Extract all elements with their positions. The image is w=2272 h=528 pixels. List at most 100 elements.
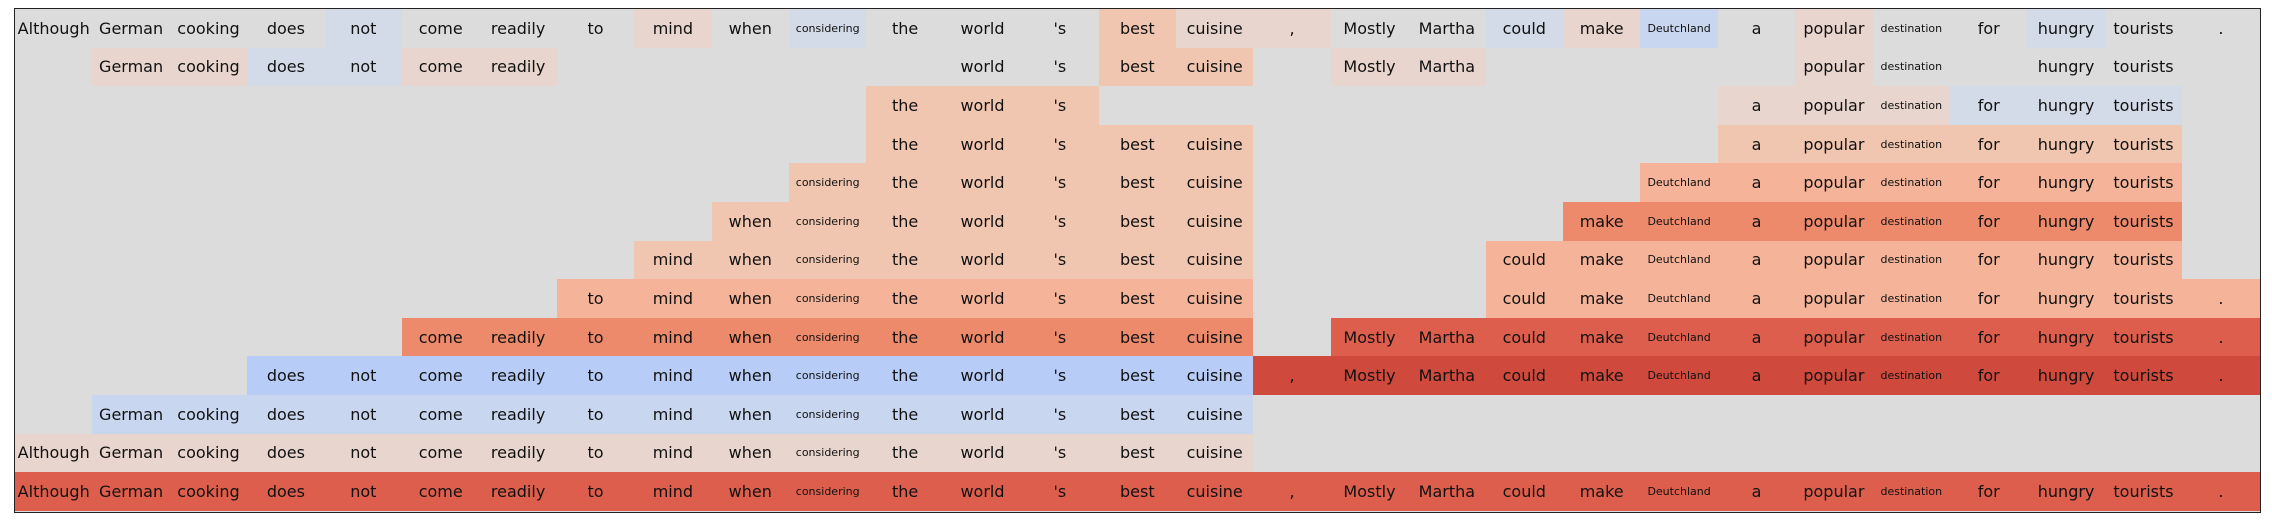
- token-cell: destination: [1872, 9, 1950, 48]
- token-cell: 's: [1021, 356, 1099, 395]
- token-cell: Although: [15, 9, 93, 48]
- token-cell: could: [1485, 9, 1563, 48]
- token-cell: Mostly: [1330, 317, 1409, 357]
- token-cell: 's: [1021, 47, 1099, 87]
- token-cell: for: [1950, 317, 2028, 357]
- token-cell: destination: [1872, 202, 1950, 241]
- token-cell: for: [1950, 202, 2028, 241]
- token-cell: considering: [789, 395, 867, 434]
- token-cell: popular: [1795, 202, 1873, 241]
- token-cell: world: [943, 9, 1022, 48]
- token-cell: Deutchland: [1640, 163, 1718, 202]
- token-cell: Mostly: [1330, 9, 1409, 48]
- token-cell: Deutchland: [1640, 279, 1718, 318]
- token-cell: to: [556, 317, 635, 357]
- token-cell: the: [866, 395, 944, 434]
- token-cell: considering: [789, 317, 867, 357]
- token-cell: hungry: [2027, 317, 2105, 357]
- token-cell: 's: [1021, 9, 1099, 48]
- token-cell: popular: [1795, 163, 1873, 202]
- token-cell: readily: [479, 317, 557, 357]
- token-cell: cooking: [169, 472, 248, 511]
- token-cell: .: [2182, 472, 2260, 511]
- token-cell: tourists: [2104, 202, 2183, 241]
- token-cell: mind: [634, 240, 712, 280]
- token-cell: make: [1563, 279, 1641, 318]
- token-cell: popular: [1795, 47, 1873, 87]
- token-cell: come: [402, 395, 480, 434]
- token-cell: 's: [1021, 240, 1099, 280]
- token-cell: cuisine: [1176, 433, 1254, 473]
- token-cell: German: [92, 395, 170, 434]
- token-cell: best: [1098, 202, 1176, 241]
- token-cell: German: [92, 433, 170, 473]
- token-cell: cuisine: [1176, 356, 1254, 395]
- token-cell: considering: [789, 433, 867, 473]
- token-cell: the: [866, 240, 944, 280]
- token-cell: popular: [1795, 317, 1873, 357]
- token-cell: 's: [1021, 317, 1099, 357]
- token-cell: destination: [1872, 317, 1950, 357]
- token-cell: tourists: [2104, 163, 2183, 202]
- token-cell: a: [1717, 86, 1796, 125]
- token-cell: ,: [1253, 9, 1331, 48]
- token-cell: hungry: [2027, 124, 2105, 164]
- token-cell: destination: [1872, 240, 1950, 280]
- token-cell: the: [866, 433, 944, 473]
- token-cell: the: [866, 202, 944, 241]
- token-cell: the: [866, 163, 944, 202]
- token-cell: Mostly: [1330, 472, 1409, 511]
- token-cell: come: [402, 356, 480, 395]
- token-cell: tourists: [2104, 9, 2183, 48]
- token-cell: world: [943, 279, 1022, 318]
- token-cell: best: [1098, 317, 1176, 357]
- token-cell: destination: [1872, 279, 1950, 318]
- token-cell: mind: [634, 9, 712, 48]
- token-cell: best: [1098, 395, 1176, 434]
- token-cell: popular: [1795, 86, 1873, 125]
- token-cell: Martha: [1408, 472, 1486, 511]
- token-cell: popular: [1795, 9, 1873, 48]
- token-cell: make: [1563, 202, 1641, 241]
- token-cell: best: [1098, 124, 1176, 164]
- token-cell: world: [943, 240, 1022, 280]
- token-cell: ,: [1253, 472, 1331, 511]
- token-cell: when: [711, 317, 789, 357]
- token-cell: not: [324, 9, 402, 48]
- token-cell: does: [247, 433, 325, 473]
- token-cell: best: [1098, 240, 1176, 280]
- token-cell: to: [556, 472, 635, 511]
- token-cell: when: [711, 433, 789, 473]
- token-cell: make: [1563, 317, 1641, 357]
- token-cell: best: [1098, 356, 1176, 395]
- token-cell: world: [943, 433, 1022, 473]
- token-cell: to: [556, 395, 635, 434]
- token-cell: readily: [479, 433, 557, 473]
- token-cell: popular: [1795, 472, 1873, 511]
- token-cell: cuisine: [1176, 9, 1254, 48]
- token-cell: hungry: [2027, 472, 2105, 511]
- token-cell: considering: [789, 202, 867, 241]
- token-cell: tourists: [2104, 47, 2183, 87]
- token-cell: cuisine: [1176, 47, 1254, 87]
- token-cell: world: [943, 202, 1022, 241]
- token-cell: come: [402, 9, 480, 48]
- token-cell: to: [556, 356, 635, 395]
- token-cell: a: [1717, 202, 1796, 241]
- token-cell: considering: [789, 279, 867, 318]
- token-cell: .: [2182, 9, 2260, 48]
- token-cell: readily: [479, 9, 557, 48]
- token-cell: a: [1717, 356, 1796, 395]
- token-cell: not: [324, 356, 402, 395]
- token-cell: Martha: [1408, 356, 1486, 395]
- token-cell: 's: [1021, 433, 1099, 473]
- token-cell: Deutchland: [1640, 9, 1718, 48]
- token-cell: mind: [634, 395, 712, 434]
- token-cell: 's: [1021, 86, 1099, 125]
- token-cell: hungry: [2027, 9, 2105, 48]
- token-cell: make: [1563, 472, 1641, 511]
- token-cell: when: [711, 202, 789, 241]
- token-cell: 's: [1021, 472, 1099, 511]
- token-cell: the: [866, 356, 944, 395]
